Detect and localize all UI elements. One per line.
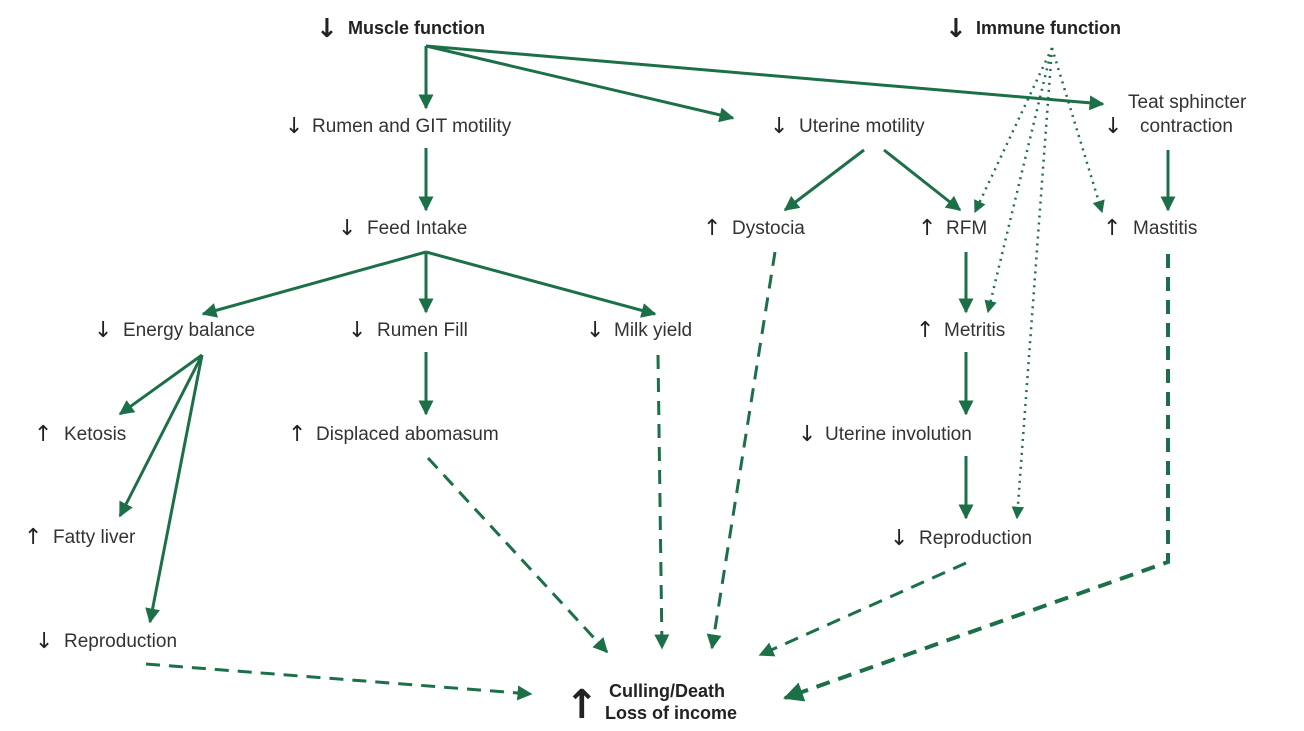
edge-uterine-motility-to-rfm bbox=[883, 148, 962, 212]
up-arrow-icon: ↑ bbox=[916, 318, 934, 343]
node-label: Dystocia bbox=[732, 218, 805, 239]
edge-immune-to-metritis bbox=[984, 47, 1054, 314]
node-label: Metritis bbox=[944, 320, 1005, 341]
node-label: Rumen Fill bbox=[377, 320, 468, 341]
node-label: Reproduction bbox=[919, 528, 1032, 549]
edge-feed-intake-to-milk-yield bbox=[425, 250, 657, 318]
edge-reproduction-right-to-culling bbox=[758, 561, 967, 657]
down-arrow-icon: ↓ bbox=[798, 422, 816, 447]
down-arrow-icon: ↓ bbox=[1104, 114, 1122, 139]
up-arrow-icon: ↑ bbox=[703, 216, 721, 241]
down-arrow-icon: ↓ bbox=[586, 318, 604, 343]
node-reproduction-right: ↓ Reproduction bbox=[890, 526, 1032, 551]
edge-uterine-motility-to-dystocia bbox=[783, 148, 865, 212]
up-arrow-icon: ↑ bbox=[34, 422, 52, 447]
node-label: Immune function bbox=[976, 18, 1121, 38]
down-arrow-icon: ↓ bbox=[316, 14, 338, 44]
node-uterine-motility: ↓ Uterine motility bbox=[770, 114, 925, 139]
edge-reproduction-left-to-culling bbox=[145, 662, 533, 701]
nodes: ↓ Muscle function ↓ Immune function ↓ Ru… bbox=[24, 14, 1247, 728]
down-arrow-icon: ↓ bbox=[945, 14, 967, 44]
edge-dystocia-to-culling bbox=[706, 251, 777, 650]
edges bbox=[118, 44, 1176, 702]
node-label: Uterine involution bbox=[825, 424, 972, 445]
node-metritis: ↑ Metritis bbox=[916, 318, 1005, 343]
node-immune-function: ↓ Immune function bbox=[945, 14, 1121, 44]
node-label-line2: Loss of income bbox=[605, 703, 737, 723]
node-muscle-function: ↓ Muscle function bbox=[316, 14, 485, 44]
node-label: Milk yield bbox=[614, 320, 692, 341]
node-displaced-abomasum: ↑ Displaced abomasum bbox=[288, 422, 499, 447]
node-uterine-involution: ↓ Uterine involution bbox=[798, 422, 972, 447]
down-arrow-icon: ↓ bbox=[770, 114, 788, 139]
edge-immune-to-reproduction-right bbox=[1011, 47, 1054, 520]
node-rfm: ↑ RFM bbox=[918, 216, 987, 241]
node-label: Feed Intake bbox=[367, 218, 467, 239]
node-feed-intake: ↓ Feed Intake bbox=[338, 216, 467, 241]
node-ketosis: ↑ Ketosis bbox=[34, 422, 126, 447]
node-label: Reproduction bbox=[64, 631, 177, 652]
node-energy-balance: ↓ Energy balance bbox=[94, 318, 255, 343]
edge-mastitis-to-culling bbox=[783, 254, 1170, 702]
node-teat-sphincter: ↓ Teat sphincter contraction bbox=[1104, 92, 1247, 139]
up-arrow-icon: ↑ bbox=[1103, 216, 1121, 241]
node-label-line1: Teat sphincter bbox=[1128, 92, 1247, 113]
up-arrow-icon: ↑ bbox=[565, 682, 599, 728]
node-label: Mastitis bbox=[1133, 218, 1197, 239]
edge-muscle-to-teat-sphincter bbox=[425, 44, 1105, 111]
node-rumen-fill: ↓ Rumen Fill bbox=[348, 318, 468, 343]
node-label: Uterine motility bbox=[799, 116, 925, 137]
edge-milk-yield-to-culling bbox=[654, 354, 670, 650]
node-dystocia: ↑ Dystocia bbox=[703, 216, 805, 241]
node-label: RFM bbox=[946, 218, 987, 239]
down-arrow-icon: ↓ bbox=[285, 114, 303, 139]
node-label: Muscle function bbox=[348, 18, 485, 38]
node-label: Energy balance bbox=[123, 320, 255, 341]
node-rumen-git-motility: ↓ Rumen and GIT motility bbox=[285, 114, 512, 139]
edge-immune-to-rfm bbox=[973, 47, 1054, 214]
node-mastitis: ↑ Mastitis bbox=[1103, 216, 1197, 241]
edge-muscle-to-uterine-motility bbox=[425, 44, 735, 123]
node-label-line1: Culling/Death bbox=[609, 681, 725, 701]
edge-energy-to-ketosis bbox=[118, 353, 203, 416]
up-arrow-icon: ↑ bbox=[288, 422, 306, 447]
edge-energy-to-reproduction-left bbox=[145, 354, 204, 624]
down-arrow-icon: ↓ bbox=[348, 318, 366, 343]
node-label: Rumen and GIT motility bbox=[312, 116, 512, 137]
up-arrow-icon: ↑ bbox=[918, 216, 936, 241]
node-culling-death: ↑ Culling/Death Loss of income bbox=[565, 681, 737, 728]
node-label-line2: contraction bbox=[1140, 116, 1233, 137]
edge-energy-to-fatty-liver bbox=[118, 354, 204, 518]
up-arrow-icon: ↑ bbox=[24, 525, 42, 550]
node-fatty-liver: ↑ Fatty liver bbox=[24, 525, 136, 550]
node-reproduction-left: ↓ Reproduction bbox=[35, 629, 177, 654]
edge-displaced-abomasum-to-culling bbox=[426, 456, 609, 654]
down-arrow-icon: ↓ bbox=[94, 318, 112, 343]
down-arrow-icon: ↓ bbox=[338, 216, 356, 241]
node-label: Displaced abomasum bbox=[316, 424, 499, 445]
edge-feed-intake-to-energy-balance bbox=[201, 250, 427, 318]
down-arrow-icon: ↓ bbox=[35, 629, 53, 654]
node-label: Fatty liver bbox=[53, 527, 136, 548]
node-label: Ketosis bbox=[64, 424, 126, 445]
down-arrow-icon: ↓ bbox=[890, 526, 908, 551]
edge-immune-to-mastitis bbox=[1050, 47, 1105, 214]
node-milk-yield: ↓ Milk yield bbox=[586, 318, 692, 343]
